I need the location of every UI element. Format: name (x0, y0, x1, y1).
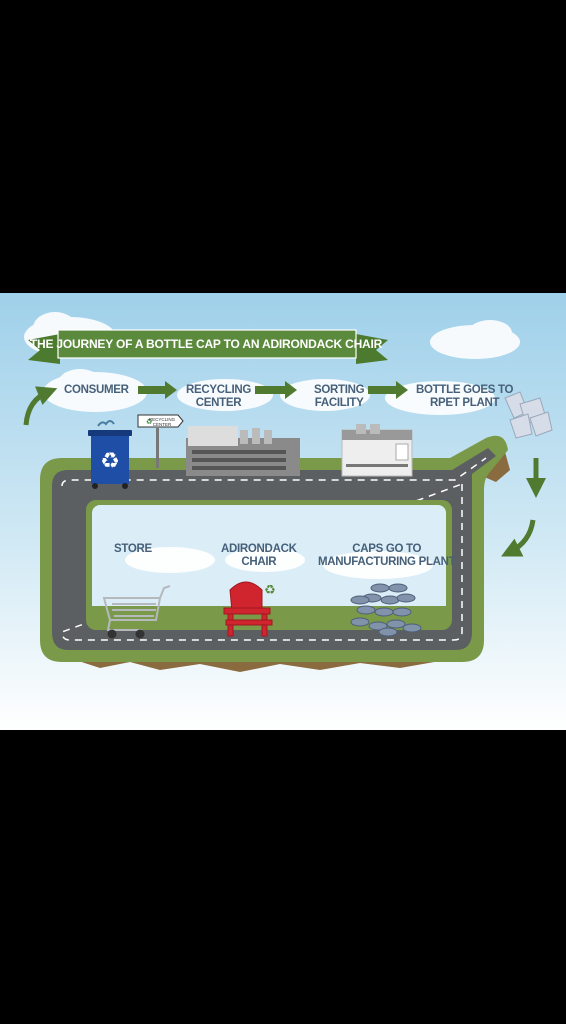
adirondack-chair-icon (223, 581, 273, 637)
top-arrows (138, 381, 408, 399)
infographic-frame: ♻ ♻ (0, 293, 566, 730)
curved-arrow-right (501, 519, 536, 557)
recycle-bin-icon: ♻ (88, 420, 132, 489)
sorting-facility-building-icon (341, 424, 413, 477)
svg-text:♻: ♻ (146, 418, 152, 426)
recycling-center-building-icon (186, 426, 300, 476)
consumer-label: CONSUMER (64, 384, 129, 396)
infographic-art: ♻ ♻ (0, 293, 566, 730)
shopping-cart-icon (102, 585, 171, 639)
bottle-pile-icon (504, 391, 553, 439)
recycle-symbol-icon: ♻ (264, 583, 276, 598)
title-ribbon (28, 329, 388, 364)
recycling-sign-icon: ♻ (137, 414, 184, 468)
curved-arrow-start (23, 386, 58, 426)
road-dashes (61, 457, 487, 641)
page-title: THE JOURNEY OF A BOTTLE CAP TO AN ADIRON… (29, 337, 383, 351)
store-label: STORE (114, 543, 152, 555)
bottle-caps-pile-icon (350, 583, 422, 637)
svg-text:♻: ♻ (100, 449, 120, 474)
